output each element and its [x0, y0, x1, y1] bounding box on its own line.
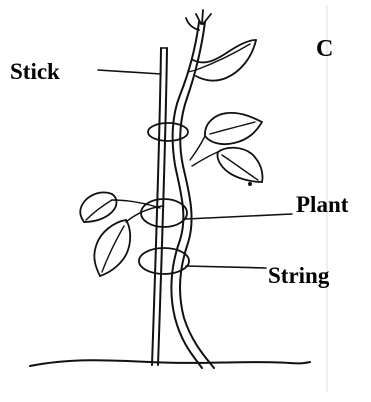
leaf-left-lower: [94, 206, 162, 276]
label-string: String: [268, 264, 329, 287]
plant-stem: [171, 22, 214, 368]
leader-line-plant: [186, 214, 292, 219]
leaf-right-lower: [192, 148, 263, 186]
label-stick: Stick: [10, 60, 60, 83]
leaf-dot: [248, 182, 252, 186]
label-plant: Plant: [296, 193, 348, 216]
leaf-left-upper: [80, 192, 160, 222]
ground-line: [30, 360, 310, 366]
string-tie-upper: [148, 123, 188, 141]
leader-line-stick: [98, 70, 161, 74]
string-tie-lower: [139, 248, 189, 274]
panel-letter: C: [316, 37, 333, 61]
leader-line-string: [186, 266, 266, 268]
